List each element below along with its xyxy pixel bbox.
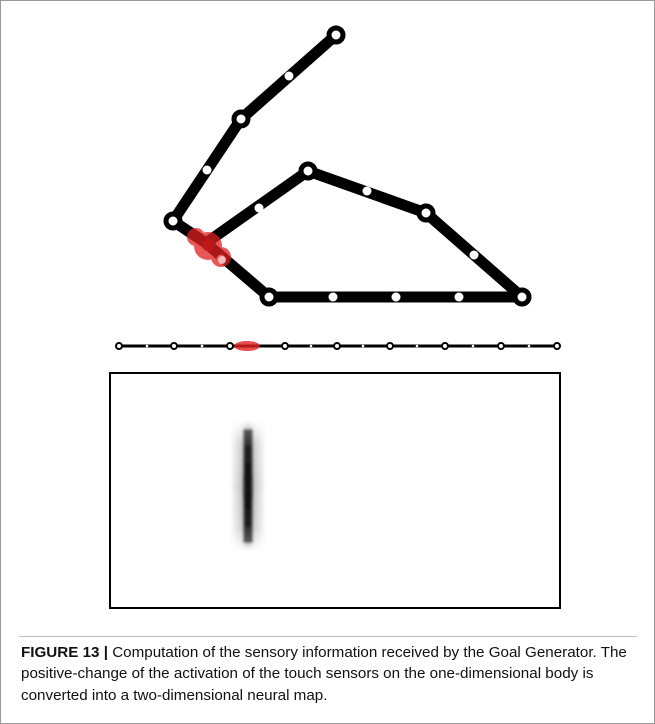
arm-chain	[163, 25, 532, 307]
body-sensor	[309, 344, 313, 348]
arm-sensor	[362, 186, 372, 196]
body-joint	[553, 342, 561, 350]
body-sensor	[145, 344, 149, 348]
body-joint	[497, 342, 505, 350]
body-joint	[386, 342, 394, 350]
body-joint	[226, 342, 234, 350]
arm-sensor	[218, 256, 226, 264]
arm-sensor	[254, 203, 264, 213]
arm-sensor	[469, 250, 479, 260]
arm-sensor	[454, 292, 464, 302]
body-joint	[333, 342, 341, 350]
arm-joint	[163, 211, 183, 231]
arm-joint	[512, 287, 532, 307]
neural-map	[109, 372, 561, 609]
body-sensor	[200, 344, 204, 348]
arm-joint	[326, 25, 346, 45]
body-touch-marker	[234, 341, 260, 351]
figure-label: FIGURE 13 |	[21, 644, 108, 661]
body-joint	[115, 342, 123, 350]
neural-map-frame	[109, 372, 561, 609]
body-joint	[170, 342, 178, 350]
touch-contact-core	[202, 239, 214, 251]
arm-joint	[416, 203, 436, 223]
body-sensor	[361, 344, 365, 348]
body-joint	[281, 342, 289, 350]
arm-joint	[231, 109, 251, 129]
arm-sensor	[284, 71, 294, 81]
figure-caption: FIGURE 13 | Computation of the sensory i…	[21, 642, 637, 706]
arm-sensor	[328, 292, 338, 302]
arm-joint	[298, 161, 318, 181]
one-dimensional-body	[115, 341, 561, 351]
body-joint	[441, 342, 449, 350]
figure-illustration	[109, 25, 561, 609]
body-sensor	[415, 344, 419, 348]
neural-map-activation	[230, 421, 266, 551]
arm-joint	[259, 287, 279, 307]
caption-divider	[19, 636, 637, 637]
body-sensor	[471, 344, 475, 348]
arm-sensor	[391, 292, 401, 302]
arm-sensor	[202, 165, 212, 175]
figure-caption-text: Computation of the sensory information r…	[21, 644, 627, 704]
body-sensor	[527, 344, 531, 348]
